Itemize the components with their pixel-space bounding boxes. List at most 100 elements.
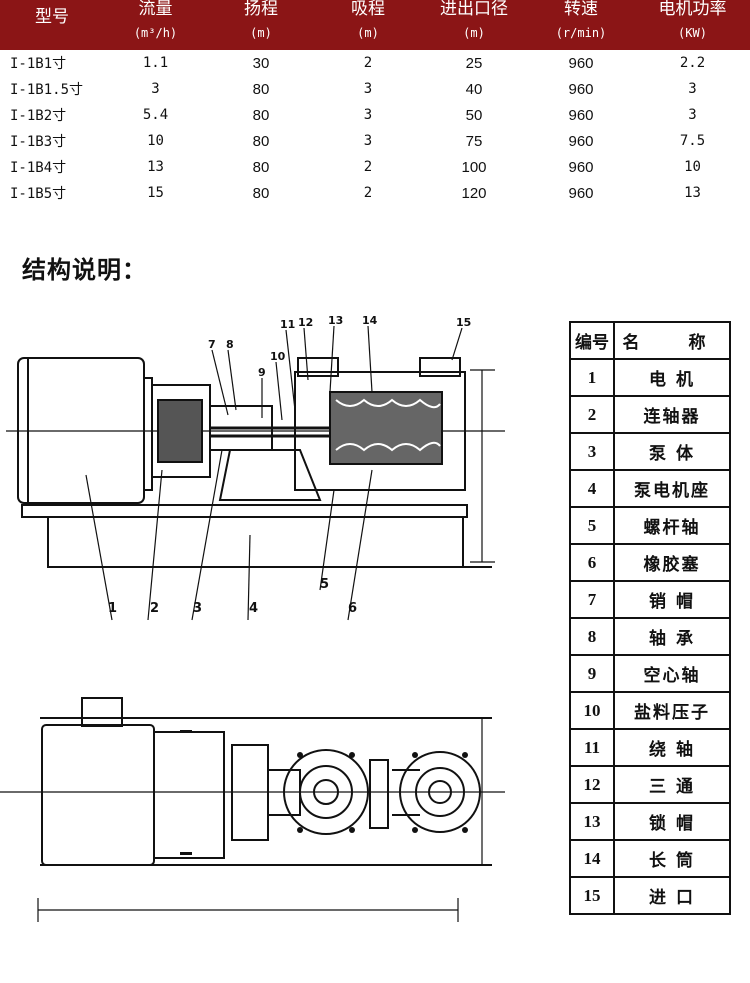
cell-motor-power: 13 xyxy=(684,185,701,201)
cell-model: I-1B3寸 xyxy=(10,134,67,150)
callout-1: 1 xyxy=(108,601,117,616)
cell-speed: 960 xyxy=(568,158,594,176)
part-number: 14 xyxy=(569,839,615,878)
header-model: 型号 xyxy=(35,7,69,27)
part-number: 4 xyxy=(569,469,615,508)
spec-row: I-1B2寸 5.4 80 3 50 960 3 xyxy=(0,102,750,128)
callout-8: 8 xyxy=(226,338,234,351)
part-number: 2 xyxy=(569,395,615,434)
part-number: 13 xyxy=(569,802,615,841)
pump-assembly-drawing: 1 2 3 4 5 6 7 8 9 10 11 12 13 14 15 xyxy=(0,314,505,922)
cell-suction: 3 xyxy=(363,133,373,149)
callout-13: 13 xyxy=(328,314,343,327)
callout-15: 15 xyxy=(456,316,471,329)
part-name: 连轴器 xyxy=(613,395,731,434)
spec-row: I-1B1寸 1.1 30 2 25 960 2.2 xyxy=(0,50,750,76)
part-number: 5 xyxy=(569,506,615,545)
cell-suction: 3 xyxy=(363,107,373,123)
cell-head: 80 xyxy=(252,132,270,150)
header-speed: 转速 (r/min) xyxy=(555,0,607,40)
part-name: 绕 轴 xyxy=(613,728,731,767)
callout-2: 2 xyxy=(150,601,159,616)
part-name: 橡胶塞 xyxy=(613,543,731,582)
cell-suction: 2 xyxy=(363,159,373,175)
cell-suction: 3 xyxy=(363,81,373,97)
part-number: 6 xyxy=(569,543,615,582)
spec-row: I-1B3寸 10 80 3 75 960 7.5 xyxy=(0,128,750,154)
cell-model: I-1B4寸 xyxy=(10,160,67,176)
part-name: 长 筒 xyxy=(613,839,731,878)
cell-model: I-1B1.5寸 xyxy=(10,82,84,98)
cell-suction: 2 xyxy=(363,55,373,71)
cell-motor-power: 2.2 xyxy=(679,55,706,71)
cell-flow: 5.4 xyxy=(142,107,169,123)
part-number: 7 xyxy=(569,580,615,619)
callout-3: 3 xyxy=(193,601,202,616)
part-name: 轴 承 xyxy=(613,617,731,656)
cell-flow: 13 xyxy=(147,159,164,175)
callout-14: 14 xyxy=(362,314,378,327)
section-title: 结构说明： xyxy=(22,256,147,284)
cell-speed: 960 xyxy=(568,80,594,98)
part-name: 空心轴 xyxy=(613,654,731,693)
callout-9: 9 xyxy=(258,366,266,379)
cell-model: I-1B2寸 xyxy=(10,108,67,124)
part-number: 10 xyxy=(569,691,615,730)
parts-table-header: 编号 名 称 xyxy=(569,321,731,360)
header-suction: 吸程 (m) xyxy=(351,0,385,40)
header-head: 扬程 (m) xyxy=(244,0,278,40)
part-number: 11 xyxy=(569,728,615,767)
cell-motor-power: 10 xyxy=(684,159,701,175)
cell-port-diameter: 75 xyxy=(465,132,483,150)
part-number: 8 xyxy=(569,617,615,656)
spec-row: I-1B4寸 13 80 2 100 960 10 xyxy=(0,154,750,180)
part-name: 销 帽 xyxy=(613,580,731,619)
callout-11: 11 xyxy=(280,318,295,331)
cell-port-diameter: 120 xyxy=(461,184,487,202)
cell-flow: 3 xyxy=(151,81,160,97)
cell-model: I-1B5寸 xyxy=(10,186,67,202)
callout-10: 10 xyxy=(270,350,286,363)
callout-5: 5 xyxy=(320,577,329,592)
part-number: 12 xyxy=(569,765,615,804)
part-name: 盐料压子 xyxy=(613,691,731,730)
cell-port-diameter: 50 xyxy=(465,106,483,124)
part-name: 螺杆轴 xyxy=(613,506,731,545)
part-name: 泵 体 xyxy=(613,432,731,471)
part-number: 3 xyxy=(569,432,615,471)
cell-motor-power: 7.5 xyxy=(679,133,706,149)
cell-head: 30 xyxy=(252,54,270,72)
cell-head: 80 xyxy=(252,80,270,98)
cell-model: I-1B1寸 xyxy=(10,56,67,72)
cell-flow: 15 xyxy=(147,185,164,201)
cell-motor-power: 3 xyxy=(688,107,697,123)
cell-port-diameter: 25 xyxy=(465,54,483,72)
cell-port-diameter: 40 xyxy=(465,80,483,98)
header-part-name: 名 称 xyxy=(613,321,731,360)
part-name: 进 口 xyxy=(613,876,731,915)
part-name: 泵电机座 xyxy=(613,469,731,508)
cell-head: 80 xyxy=(252,158,270,176)
cell-motor-power: 3 xyxy=(688,81,697,97)
part-name: 锁 帽 xyxy=(613,802,731,841)
spec-row: I-1B1.5寸 3 80 3 40 960 3 xyxy=(0,76,750,102)
cell-flow: 10 xyxy=(147,133,164,149)
header-part-number: 编号 xyxy=(569,321,615,360)
callout-7: 7 xyxy=(208,338,216,351)
spec-table: 型号 流量 (m³/h) 扬程 (m) 吸程 (m) 进出口径 (m) 转速 (… xyxy=(0,0,750,206)
cell-speed: 960 xyxy=(568,132,594,150)
